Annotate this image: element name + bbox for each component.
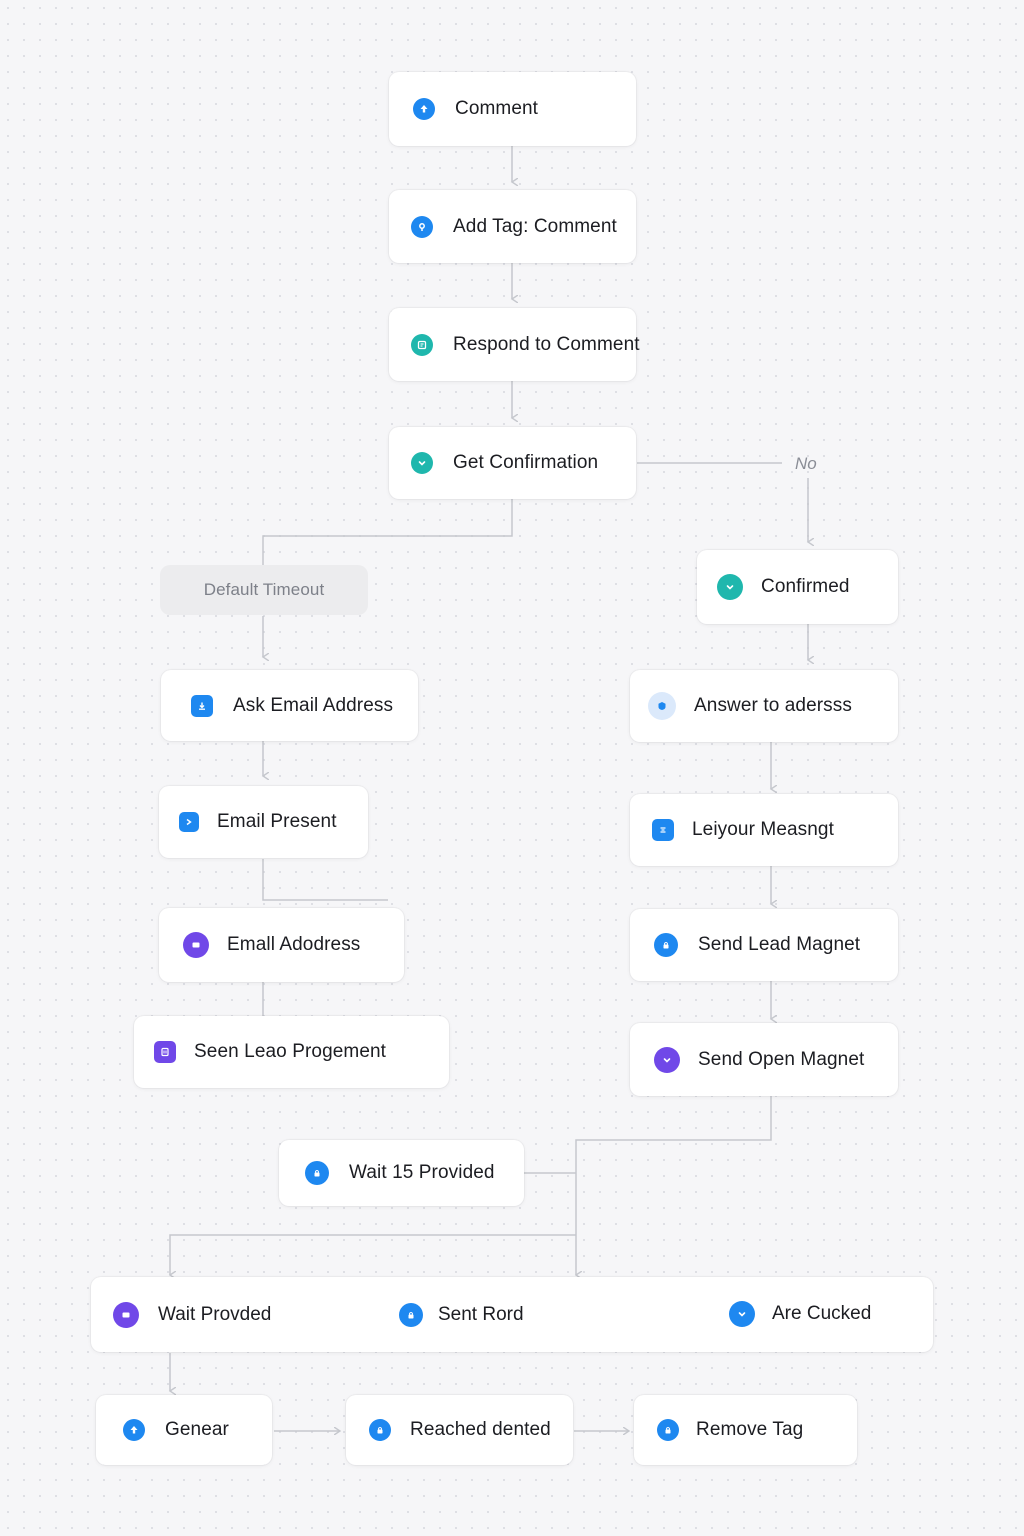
window-icon — [113, 1302, 139, 1328]
node-remove-tag[interactable]: Remove Tag — [634, 1395, 857, 1465]
node-label: Comment — [455, 98, 539, 119]
node-email-address[interactable]: Emall Adodress — [159, 908, 404, 982]
download-icon — [191, 694, 213, 717]
connector — [262, 499, 513, 565]
connector — [576, 1096, 772, 1275]
check-icon — [729, 1301, 755, 1327]
message-icon — [411, 333, 433, 356]
node-add-tag[interactable]: Add Tag: Comment — [389, 190, 636, 263]
node-label: Ask Email Address — [233, 694, 394, 716]
lock-icon — [654, 933, 678, 957]
document-icon — [154, 1041, 176, 1063]
lock-icon — [305, 1161, 329, 1185]
node-label: Get Confirmation — [453, 452, 599, 473]
list-icon — [652, 819, 674, 841]
arrow-icon — [179, 812, 199, 832]
node-label: Send Lead Magnet — [698, 934, 861, 955]
connector — [170, 1234, 576, 1275]
node-label: Answer to adersss — [694, 695, 852, 716]
node-label: Reached dented — [410, 1419, 551, 1440]
node-wait-provided[interactable]: Wait Provded — [113, 1302, 271, 1328]
node-label: Genear — [165, 1419, 229, 1440]
node-wait-15-provided[interactable]: Wait 15 Provided — [279, 1140, 524, 1206]
node-label: Leiyour Measngt — [692, 819, 834, 840]
node-ask-email-address[interactable]: Ask Email Address — [161, 670, 418, 741]
lock-icon — [369, 1419, 391, 1441]
node-label: Send Open Magnet — [698, 1048, 865, 1070]
node-label: Add Tag: Comment — [453, 215, 617, 237]
node-label: Seen Leao Progement — [194, 1041, 387, 1062]
shield-icon — [648, 692, 676, 720]
node-default-timeout: Default Timeout — [160, 565, 368, 615]
upload-icon — [413, 98, 435, 120]
node-label: Default Timeout — [203, 580, 325, 599]
edge-label-no: No — [795, 454, 817, 473]
lock-icon — [657, 1419, 679, 1441]
node-label: Are Cucked — [772, 1303, 872, 1324]
node-label: Remove Tag — [696, 1419, 804, 1440]
node-label: Confirmed — [761, 576, 850, 597]
node-label: Wait 15 Provided — [349, 1162, 495, 1183]
node-answer-to-address[interactable]: Answer to adersss — [630, 670, 898, 742]
node-respond-to-comment[interactable]: Respond to Comment — [389, 308, 640, 381]
window-icon — [183, 932, 209, 958]
pin-icon — [411, 215, 433, 238]
node-are-clicked[interactable]: Are Cucked — [729, 1301, 871, 1327]
node-email-present[interactable]: Email Present — [159, 786, 368, 858]
node-confirmed[interactable]: Confirmed — [697, 550, 898, 624]
node-reached-dented[interactable]: Reached dented — [346, 1395, 573, 1465]
node-label: Respond to Comment — [453, 333, 640, 355]
lock-icon — [399, 1303, 423, 1327]
check-icon — [654, 1046, 680, 1073]
node-label: Sent Rord — [438, 1304, 524, 1325]
node-get-confirmation[interactable]: Get Confirmation — [389, 427, 636, 499]
connector — [262, 859, 388, 901]
node-send-lead-magnet[interactable]: Send Lead Magnet — [630, 909, 898, 981]
node-seen-lead-progement[interactable]: Seen Leao Progement — [134, 1016, 449, 1088]
node-group-row — [91, 1277, 933, 1352]
check-icon — [717, 574, 743, 600]
node-label: Wait Provded — [158, 1304, 272, 1325]
node-comment[interactable]: Comment — [389, 72, 636, 146]
node-send-open-magnet[interactable]: Send Open Magnet — [630, 1023, 898, 1096]
upload-icon — [123, 1419, 145, 1441]
node-genear[interactable]: Genear — [96, 1395, 272, 1465]
node-leiyour-measngt[interactable]: Leiyour Measngt — [630, 794, 898, 866]
node-sent-rord[interactable]: Sent Rord — [399, 1303, 524, 1327]
node-label: Email Present — [217, 811, 337, 832]
node-label: Emall Adodress — [227, 934, 361, 955]
check-icon — [411, 452, 433, 474]
